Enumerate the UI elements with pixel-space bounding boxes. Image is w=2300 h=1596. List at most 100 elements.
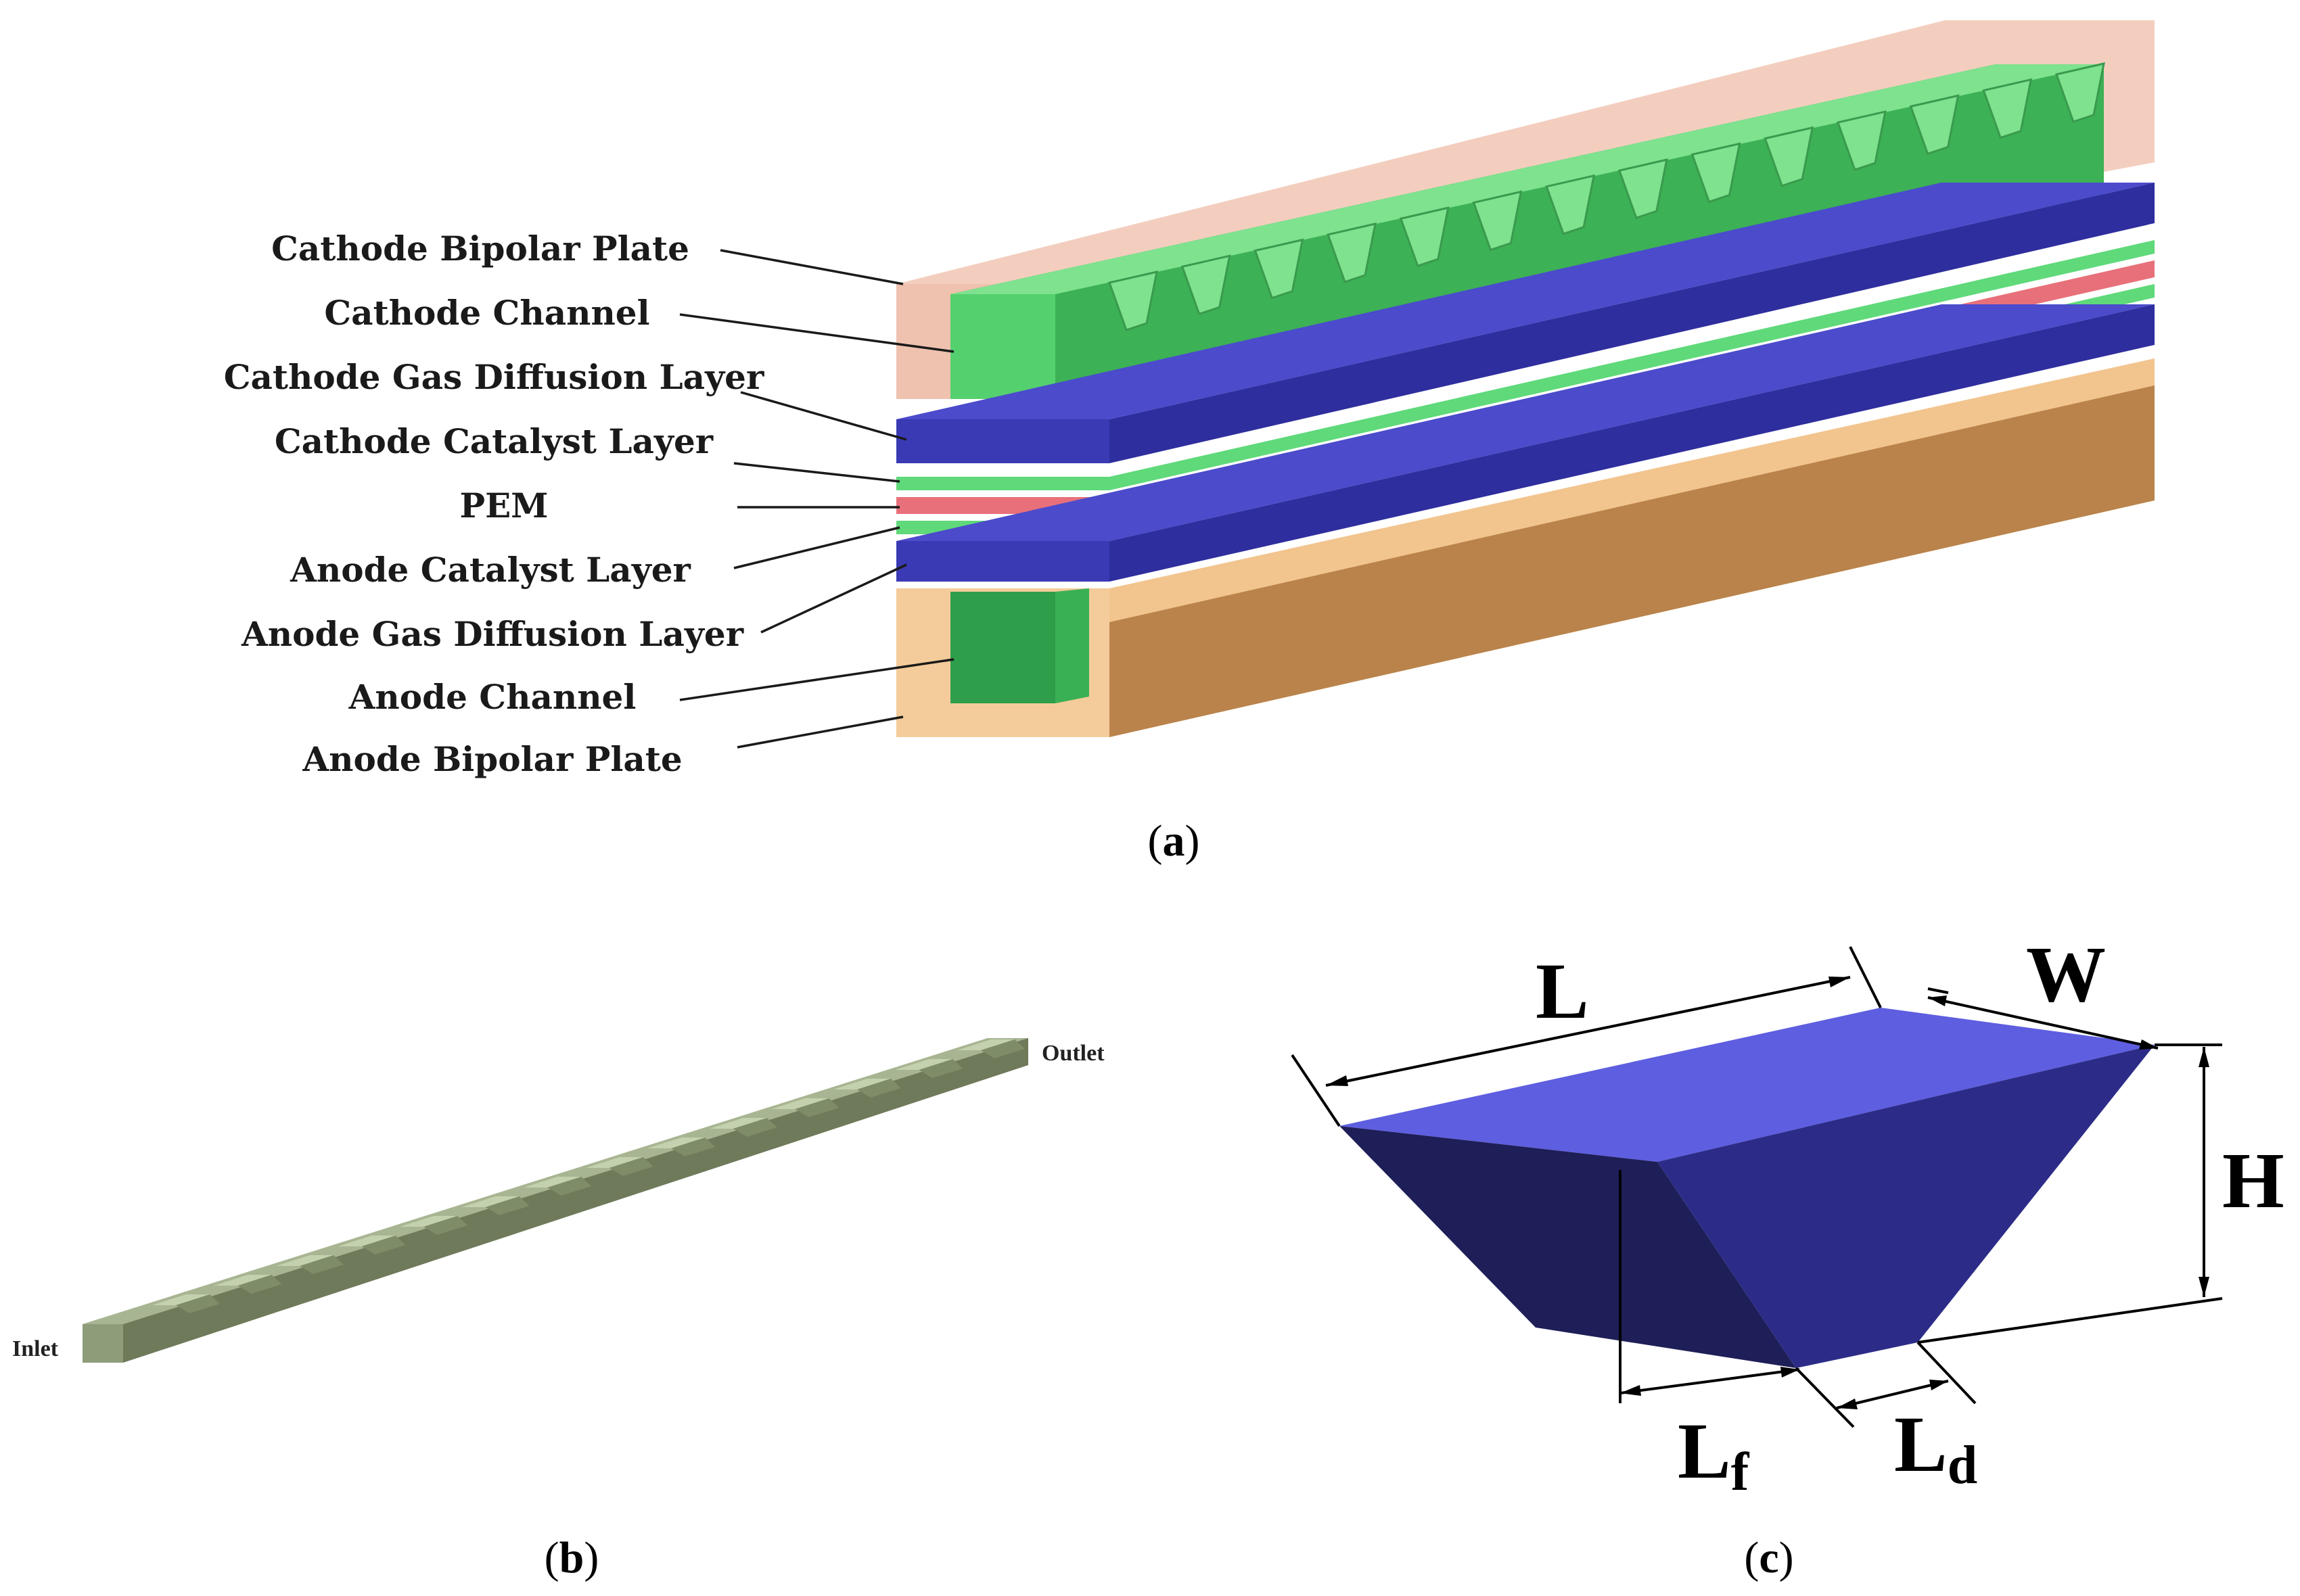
dim-ld-label: Ld (1894, 1400, 1977, 1495)
channel-baffles (152, 1039, 1025, 1313)
panel-a: Cathode Bipolar Plate Cathode Channel Ca… (224, 20, 2155, 866)
channel-baffle-top (895, 1059, 953, 1070)
label-anode-bipolar-plate: Anode Bipolar Plate (302, 739, 682, 779)
dim-lf-main: L (1678, 1407, 1731, 1495)
outlet-label: Outlet (1042, 1041, 1105, 1066)
cathode-baffle (1982, 78, 2033, 139)
dim-lf-arrow-right (1780, 1367, 1799, 1378)
channel-baffle-top (276, 1255, 334, 1266)
dim-h-arrow-bottom (2199, 1277, 2209, 1297)
label-anode-channel: Anode Channel (348, 677, 637, 717)
channel-baffle-top (400, 1216, 458, 1227)
cathode-baffle (1399, 206, 1450, 268)
channel-baffle-side (981, 1039, 1025, 1058)
cathode-channel-shape (950, 64, 2104, 399)
channel-baffle-side (361, 1236, 406, 1254)
dim-w-line (1927, 996, 2159, 1050)
dim-lf-label: Lf (1678, 1407, 1750, 1502)
label-cathode-cl: Cathode Catalyst Layer (275, 421, 714, 461)
channel-baffle-top (647, 1137, 706, 1148)
channel-baffle-side (856, 1079, 901, 1098)
dim-l-line (1325, 976, 1851, 1087)
dim-l-arrow-right (1828, 977, 1850, 987)
dim-ld-tick-left (1795, 1367, 1855, 1428)
channel-body-side (123, 1038, 1028, 1363)
leader-cathode-bipolar-plate (720, 249, 904, 285)
leader-anode-gdl (760, 563, 907, 634)
cathode-baffle (1764, 126, 1814, 187)
panel-c: L W H Lf Ld (c) (1291, 930, 2284, 1582)
dim-ld-tick-right (1916, 1341, 1977, 1405)
leader-cathode-cl (733, 462, 900, 483)
channel-baffle-side (176, 1294, 220, 1313)
cathode-gdl-shape (896, 183, 2155, 463)
leader-anode-bipolar-plate (737, 715, 904, 749)
dim-h-label: H (2222, 1136, 2284, 1225)
label-cathode-channel: Cathode Channel (324, 293, 649, 333)
baffle-top-face (1339, 1008, 2155, 1162)
dim-w-label: W (2026, 930, 2106, 1018)
dim-ld-arrow-right (1929, 1380, 1948, 1390)
channel-baffle-top (957, 1039, 1015, 1050)
channel-baffle-side (795, 1098, 840, 1117)
dim-lf-arrow-left (1620, 1385, 1641, 1396)
cathode-baffle (1472, 190, 1523, 252)
leader-cathode-gdl (740, 391, 907, 441)
dim-ld-main: L (1894, 1400, 1948, 1488)
cathode-baffles (1108, 62, 2105, 331)
channel-baffle-top (152, 1294, 210, 1305)
channel-baffle-top (461, 1196, 520, 1207)
dim-l-tick-left (1291, 1054, 1341, 1127)
cathode-baffle (1254, 238, 1304, 300)
leader-cathode-channel (679, 313, 954, 353)
cathode-baffle (1909, 94, 1960, 156)
channel-baffle-top (524, 1177, 582, 1188)
dim-l-arrow-left (1326, 1075, 1348, 1086)
channel-baffle-top (833, 1079, 891, 1089)
anode-gdl-shape (896, 304, 2155, 582)
dim-ld-sub: d (1948, 1436, 1978, 1495)
inlet-label: Inlet (12, 1336, 59, 1361)
baffle-side-face (1657, 1045, 2155, 1368)
cathode-baffle (2055, 62, 2105, 123)
caption-c: (c) (1744, 1533, 1793, 1582)
channel-baffle-top (214, 1275, 272, 1286)
channel-baffle-side (609, 1157, 653, 1176)
label-pem: PEM (459, 486, 548, 525)
caption-a: (a) (1148, 816, 1200, 866)
caption-b: (b) (545, 1533, 599, 1582)
channel-baffle-top (709, 1118, 767, 1129)
label-anode-cl: Anode Catalyst Layer (290, 550, 691, 590)
dim-w-arrow-left (1928, 995, 1947, 1006)
anode-channel-shape (950, 588, 1089, 703)
dim-w-tick (1927, 987, 1949, 994)
dim-ld-arrow-left (1837, 1399, 1858, 1409)
cathode-baffle (1108, 271, 1158, 331)
channel-baffle-side (300, 1255, 344, 1274)
label-anode-gdl: Anode Gas Diffusion Layer (241, 614, 744, 654)
channel-baffle-top (771, 1098, 829, 1109)
channel-baffle-side (671, 1137, 716, 1156)
channel-baffle-side (423, 1216, 468, 1235)
dim-lf-line (1619, 1368, 1800, 1394)
panel-b: Inlet Outlet (b) (12, 1038, 1105, 1582)
leader-anode-cl (733, 526, 900, 569)
cathode-baffle (1327, 222, 1377, 283)
leader-anode-channel (679, 658, 954, 701)
dim-w-arrow-right (2139, 1039, 2158, 1050)
dim-h-arrow-top (2199, 1047, 2209, 1067)
dim-l-label: L (1536, 947, 1589, 1035)
channel-baffle-side (547, 1177, 592, 1196)
dim-lf-sub: f (1731, 1442, 1750, 1502)
channel-baffle-top (585, 1157, 643, 1168)
channel-baffle-side (919, 1059, 963, 1078)
channel-body-front (83, 1324, 123, 1363)
channel-baffle-side (733, 1118, 777, 1137)
dim-h-tick-bottom (1917, 1297, 2223, 1344)
label-cathode-gdl: Cathode Gas Diffusion Layer (224, 357, 764, 397)
cathode-baffle (1836, 110, 1887, 171)
label-cathode-bipolar-plate: Cathode Bipolar Plate (271, 229, 689, 268)
cathode-baffle (1690, 142, 1741, 204)
baffle-front-face (1339, 1126, 1796, 1368)
channel-baffle-side (485, 1196, 530, 1215)
